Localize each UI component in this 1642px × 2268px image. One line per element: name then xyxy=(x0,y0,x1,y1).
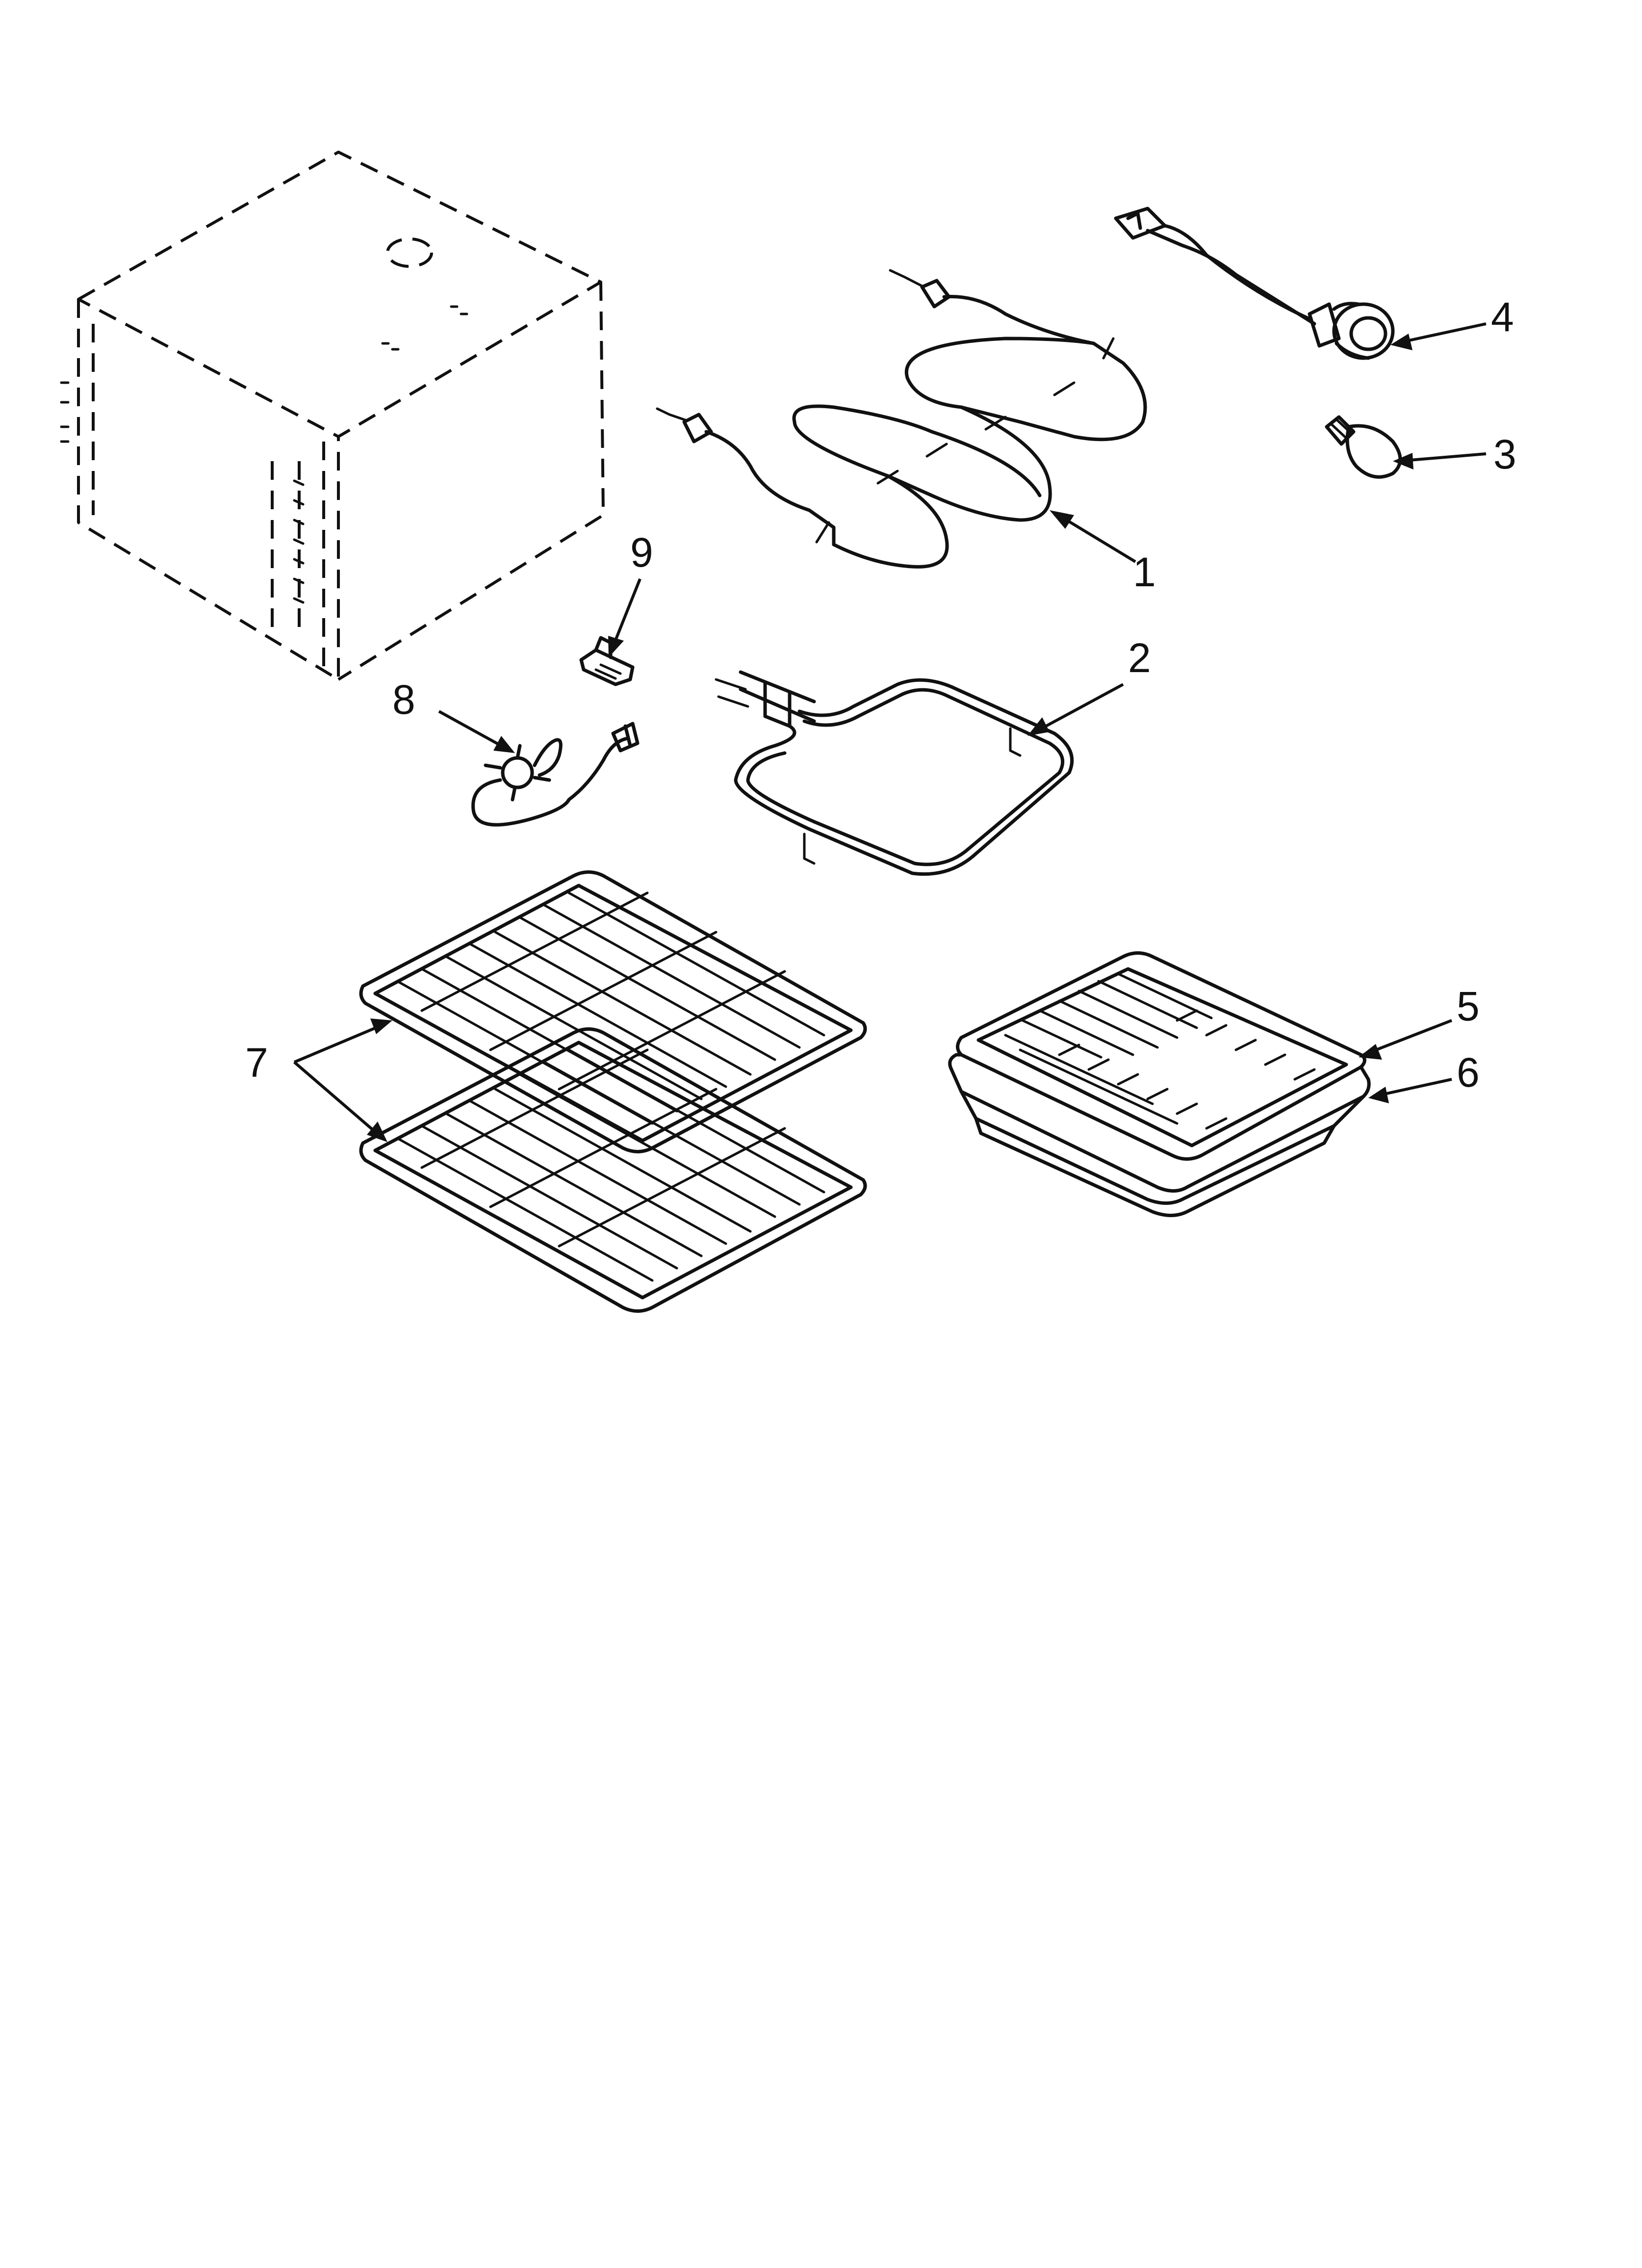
oven-racks xyxy=(359,870,867,1313)
connector-clip xyxy=(579,636,635,686)
callout-4: 4 xyxy=(1491,294,1514,340)
callout-1: 1 xyxy=(1133,549,1156,595)
callout-3: 3 xyxy=(1493,431,1516,477)
broiler-pan-assembly xyxy=(948,951,1371,1217)
bake-element xyxy=(715,670,1074,876)
oven-cavity xyxy=(60,151,605,681)
broil-element xyxy=(656,269,1147,569)
callout-7: 7 xyxy=(245,1040,268,1086)
leader-lines xyxy=(293,322,1487,1142)
thermal-fuse-harness xyxy=(471,722,640,827)
callout-labels: 1 2 3 4 5 6 7 8 9 xyxy=(245,294,1516,1095)
callout-5: 5 xyxy=(1457,983,1480,1029)
light-bulb xyxy=(1325,415,1402,479)
callout-9: 9 xyxy=(630,529,653,575)
lamp-socket-harness xyxy=(1114,207,1395,360)
callout-8: 8 xyxy=(392,677,415,723)
callout-2: 2 xyxy=(1128,635,1151,681)
callout-6: 6 xyxy=(1457,1049,1480,1095)
